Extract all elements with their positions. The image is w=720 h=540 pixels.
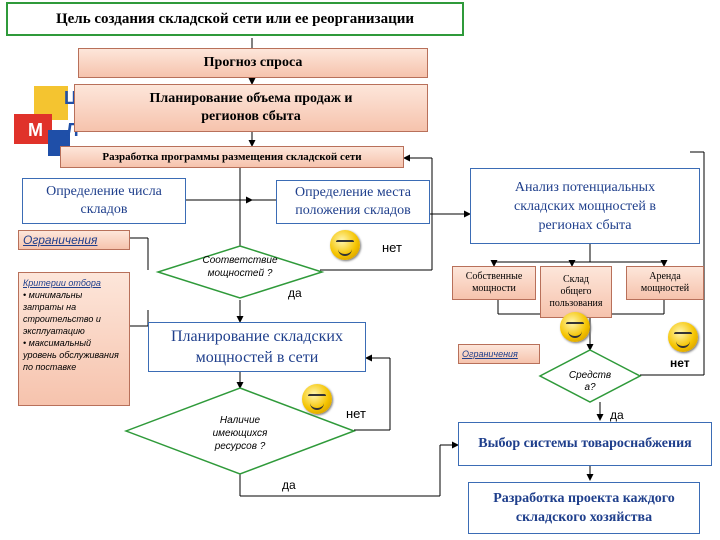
own-capacity-box: Собственные мощности <box>452 266 536 300</box>
decision-funds-diamond <box>538 349 642 403</box>
thinking-face-icon <box>330 230 360 260</box>
decision-resources-diamond <box>123 387 357 475</box>
demand-forecast-box: Прогноз спроса <box>78 48 428 78</box>
criteria-box: Критерии отбора • минимальны затраты на … <box>18 272 130 406</box>
capacity-planning-label: Планирование складских мощностей в сети <box>171 328 343 366</box>
no-label-capacity: нет <box>382 240 402 255</box>
rent-capacity-box: Аренда мощностей <box>626 266 704 300</box>
thinking-face-icon <box>302 384 332 414</box>
logo-red-square <box>14 114 52 144</box>
no-label-resources: нет <box>346 406 366 421</box>
own-capacity-label: Собственные мощности <box>465 271 523 294</box>
criteria-item-service: • максимальный уровень обслуживания по п… <box>23 338 119 372</box>
constraints-left-box: Ограничения <box>18 230 130 250</box>
decision-capacity-text: Соответствие мощностей ? <box>202 255 278 279</box>
warehouse-count-label: Определение числа складов <box>46 184 162 217</box>
placement-program-box: Разработка программы размещения складско… <box>60 146 404 168</box>
warehouse-location-box: Определение места положения складов <box>276 180 430 224</box>
supply-system-box: Выбор системы товароснабжения <box>458 422 712 466</box>
constraints-left-label: Ограничения <box>23 233 98 247</box>
sales-planning-label: Планирование объема продаж и регионов сб… <box>149 91 353 124</box>
demand-forecast-label: Прогноз спроса <box>203 55 303 70</box>
logo-letter-m: М <box>28 120 43 140</box>
page-title-text: Цель создания складской сети или ее реор… <box>55 10 415 27</box>
capacity-analysis-box: Анализ потенциальных складских мощностей… <box>470 168 700 244</box>
rent-capacity-label: Аренда мощностей <box>640 271 690 294</box>
criteria-title: Критерии отбора <box>23 278 101 288</box>
page-title: Цель создания складской сети или ее реор… <box>6 2 464 36</box>
constraints-right-label: Ограничения <box>462 349 518 359</box>
public-warehouse-label: Склад общего пользования <box>549 274 603 309</box>
warehouse-count-box: Определение числа складов <box>22 178 186 224</box>
project-development-label: Разработка проекта каждого складского хо… <box>493 491 675 525</box>
supply-system-label: Выбор системы товароснабжения <box>478 436 692 451</box>
public-warehouse-box: Склад общего пользования <box>540 266 612 318</box>
no-label-funds: нет <box>670 356 690 370</box>
decision-capacity-diamond <box>155 245 325 299</box>
capacity-analysis-label: Анализ потенциальных складских мощностей… <box>514 179 656 233</box>
thinking-face-icon <box>560 312 590 342</box>
constraints-right-box: Ограничения <box>458 344 540 364</box>
logo-letter-ts: Ц <box>64 88 78 108</box>
yes-label-resources: да <box>282 478 296 492</box>
yes-label-capacity: да <box>288 286 302 300</box>
yes-label-funds: да <box>610 408 624 422</box>
placement-program-label: Разработка программы размещения складско… <box>102 151 362 163</box>
sales-planning-box: Планирование объема продаж и регионов сб… <box>74 84 428 132</box>
decision-funds-text: Средств а? <box>568 370 612 393</box>
project-development-box: Разработка проекта каждого складского хо… <box>468 482 700 534</box>
thinking-face-icon <box>668 322 698 352</box>
warehouse-location-label: Определение места положения складов <box>294 185 411 218</box>
criteria-item-cost: • минимальны затраты на строительство и … <box>23 290 101 336</box>
capacity-planning-box: Планирование складских мощностей в сети <box>148 322 366 372</box>
decision-resources-text: Наличие имеющихся ресурсов ? <box>212 415 268 452</box>
